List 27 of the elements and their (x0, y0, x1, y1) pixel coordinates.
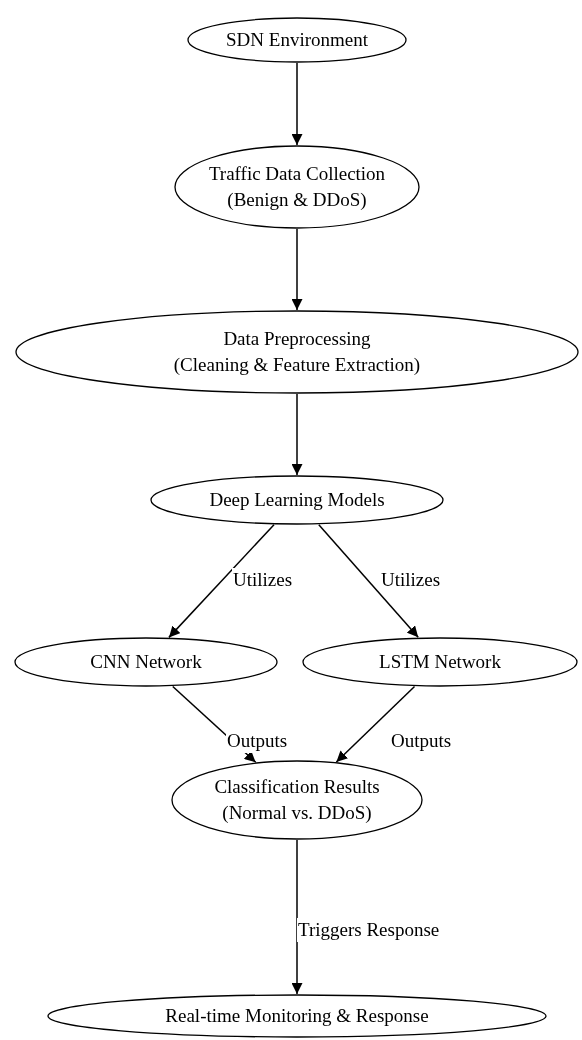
node-text: (Normal vs. DDoS) (222, 801, 372, 825)
arrow (291, 62, 303, 146)
ellipse-node (174, 145, 420, 229)
ellipse-node (15, 310, 579, 394)
node-text: Data Preprocessing (223, 327, 371, 351)
node-text: SDN Environment (226, 28, 368, 52)
node-text: LSTM Network (379, 650, 501, 674)
node-text: CNN Network (90, 650, 202, 674)
arrow (291, 228, 303, 311)
node-text: Classification Results (214, 775, 380, 799)
ellipse-node (150, 475, 444, 525)
arrow (291, 393, 303, 476)
node-text: Real-time Monitoring & Response (165, 1004, 429, 1028)
node-text: Deep Learning Models (209, 488, 385, 512)
ellipse-node (302, 637, 578, 687)
ellipse-node (171, 760, 423, 840)
arrow (335, 685, 416, 763)
node-text: (Cleaning & Feature Extraction) (173, 353, 421, 377)
arrow (168, 523, 275, 639)
ellipse-node (187, 17, 407, 63)
node-text: (Benign & DDoS) (227, 188, 367, 212)
node-text: Traffic Data Collection (208, 162, 386, 186)
arrow (318, 523, 419, 639)
arrow (291, 839, 303, 995)
ellipse-node (14, 637, 278, 687)
ellipse-node (47, 994, 547, 1038)
edge-label: Triggers Response (297, 918, 441, 942)
